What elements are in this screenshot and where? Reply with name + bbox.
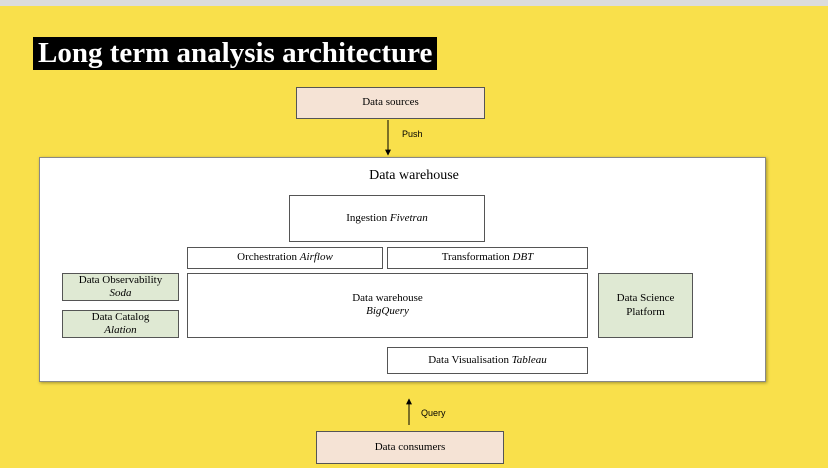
data-sources-node: Data sources [296, 87, 485, 119]
data-consumers-label: Data consumers [374, 440, 446, 453]
data-consumers-node: Data consumers [316, 431, 504, 464]
data-science-label-line2: Platform [626, 305, 665, 318]
catalog-label: Data Catalog [91, 310, 150, 323]
ingestion-label: Ingestion [346, 211, 388, 224]
visualisation-tool: Tableau [511, 353, 547, 366]
catalog-node: Data Catalog Alation [62, 310, 179, 338]
page-title: Long term analysis architecture [33, 37, 438, 70]
warehouse-tool: BigQuery [366, 305, 409, 318]
data-warehouse-container-title: Data warehouse [369, 168, 459, 183]
data-warehouse-container [39, 157, 766, 382]
warehouse-label: Data warehouse [352, 292, 423, 304]
observability-node: Data Observability Soda [62, 273, 179, 301]
visualisation-node: Data Visualisation Tableau [387, 347, 588, 374]
visualisation-label: Data Visualisation [428, 353, 509, 366]
warehouse-node: Data warehouse BigQuery [187, 273, 588, 338]
orchestration-label: Orchestration [237, 251, 298, 264]
orchestration-node: Orchestration Airflow [187, 247, 383, 269]
transformation-label: Transformation [441, 251, 510, 264]
data-sources-label: Data sources [362, 96, 419, 109]
query-label: Query [421, 408, 446, 418]
transformation-node: Transformation DBT [387, 247, 588, 269]
observability-tool: Soda [109, 287, 132, 299]
data-science-node: Data Science Platform [598, 273, 693, 338]
orchestration-tool: Airflow [299, 251, 333, 264]
observability-label: Data Observability [78, 273, 163, 286]
ingestion-node: Ingestion Fivetran [289, 195, 485, 242]
data-science-label-line1: Data Science [616, 292, 675, 305]
push-label: Push [402, 129, 423, 139]
transformation-tool: DBT [512, 251, 534, 264]
ingestion-tool: Fivetran [389, 211, 428, 224]
catalog-tool: Alation [104, 324, 137, 336]
